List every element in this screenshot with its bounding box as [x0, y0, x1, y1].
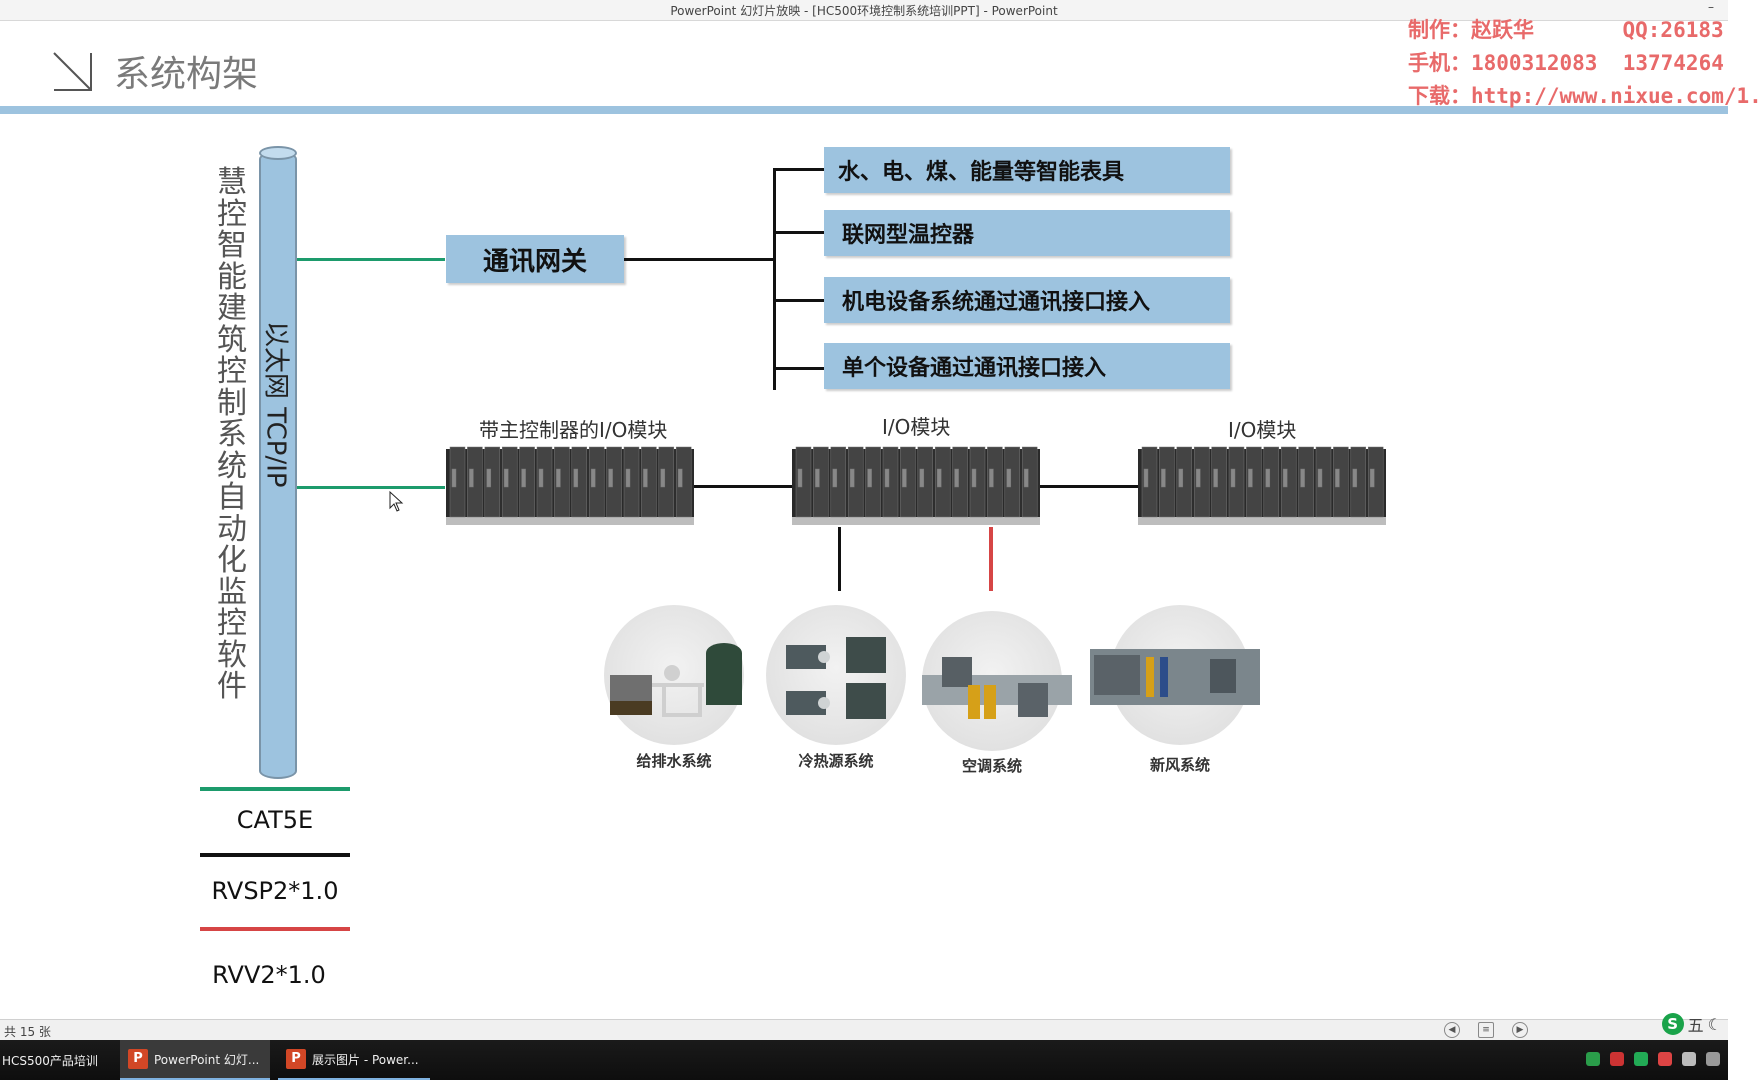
ime-mode-label: 五: [1687, 1016, 1704, 1035]
module-label-io-2: I/O模块: [1228, 418, 1297, 442]
window-title: PowerPoint 幻灯片放映 - [HC500环境控制系统培训PPT] - …: [670, 4, 1058, 18]
ethernet-backbone-cap: [259, 146, 297, 160]
ethernet-label: 以太网 TCP/IP: [260, 321, 291, 488]
device-box-meters[interactable]: 水、电、煤、能量等智能表具: [824, 147, 1230, 193]
rvv-drop-line: [989, 527, 993, 591]
previous-slide-button[interactable]: ◀: [1444, 1022, 1460, 1038]
gateway-box[interactable]: 通讯网关: [446, 235, 624, 283]
taskbar-item-powerpoint-slideshow[interactable]: P PowerPoint 幻灯...: [120, 1040, 270, 1080]
io-module-main-icon[interactable]: [446, 445, 694, 527]
equipment-label-ac: 空调系统: [961, 757, 1022, 775]
device-box-single-device[interactable]: 单个设备通过通讯接口接入: [824, 343, 1230, 389]
window-title-bar: PowerPoint 幻灯片放映 - [HC500环境控制系统培训PPT] - …: [0, 0, 1728, 21]
bus-branch-1: [773, 168, 824, 171]
module-label-io-1: I/O模块: [882, 415, 951, 439]
fresh-air-icon: [1090, 605, 1260, 745]
equipment-label-fresh-air: 新风系统: [1149, 756, 1210, 774]
taskbar-item-powerpoint-images[interactable]: P 展示图片 - Power...: [278, 1040, 430, 1080]
sogou-tray-icon[interactable]: [1586, 1052, 1600, 1066]
flag-icon[interactable]: [1658, 1052, 1672, 1066]
record-icon[interactable]: [1610, 1052, 1624, 1066]
water-supply-icon: [604, 605, 744, 745]
powerpoint-icon: P: [128, 1049, 148, 1069]
legend-label-cat5e: CAT5E: [236, 806, 314, 834]
powerpoint-icon: P: [286, 1049, 306, 1069]
ahu-icon: [922, 611, 1072, 751]
corner-arrow-icon: [53, 52, 92, 91]
ppt-status-bar: 共 15 张 ◀ ≡ ▶ S 五 ☾: [0, 1013, 1728, 1040]
device-box-thermostat[interactable]: 联网型温控器: [824, 210, 1230, 256]
bus-branch-2: [773, 231, 824, 234]
credit-line-author: 制作：赵跃华 QQ:26183: [1408, 18, 1724, 42]
wechat-icon[interactable]: [1634, 1052, 1648, 1066]
rvsp-drop-line: [838, 527, 841, 591]
ethernet-backbone: [259, 151, 297, 779]
system-tray: [1586, 1052, 1720, 1066]
chiller-icon: [766, 605, 906, 745]
slide-menu-button[interactable]: ≡: [1478, 1022, 1494, 1038]
cat5e-link-main-module: [297, 486, 445, 489]
legend-label-rvv: RVV2*1.0: [212, 961, 326, 989]
moon-icon: ☾: [1707, 1014, 1722, 1034]
legend-line-cat5e: [200, 787, 350, 791]
io-module-2-icon[interactable]: [1138, 445, 1386, 527]
windows-taskbar: HCS500产品培训 P PowerPoint 幻灯... P 展示图片 - P…: [0, 1040, 1728, 1080]
equipment-label-chiller: 冷热源系统: [798, 752, 874, 770]
legend-line-rvsp: [200, 853, 350, 857]
bus-branch-3: [773, 299, 824, 302]
cat5e-link-gateway: [297, 258, 445, 261]
device-box-mep-systems[interactable]: 机电设备系统通过通讯接口接入: [824, 277, 1230, 323]
ime-indicator[interactable]: S 五 ☾: [1661, 1012, 1722, 1036]
gateway-bus-trunk: [773, 168, 776, 390]
slide-title: 系统构架: [114, 54, 259, 95]
minimize-button[interactable]: –: [1708, 0, 1714, 14]
next-slide-button[interactable]: ▶: [1512, 1022, 1528, 1038]
io-module-1-icon[interactable]: [792, 445, 1040, 527]
network-icon[interactable]: [1706, 1052, 1720, 1066]
equipment-label-water: 给排水系统: [636, 752, 712, 770]
legend-line-rvv: [200, 927, 350, 931]
bus-branch-4: [773, 367, 824, 370]
module-link-2: [1040, 485, 1138, 488]
slide-count: 共 15 张: [4, 1025, 51, 1039]
credit-line-phone: 手机：1800312083 13774264: [1408, 51, 1724, 75]
software-label: 慧控智 能建筑 控制系 统自动 化监控 软件: [217, 165, 247, 704]
legend-label-rvsp: RVSP2*1.0: [211, 877, 339, 905]
module-label-main: 带主控制器的I/O模块: [479, 418, 668, 442]
taskbar-item-hcs500[interactable]: HCS500产品培训: [2, 1053, 98, 1068]
sogou-ime-icon[interactable]: S: [1661, 1013, 1684, 1035]
mouse-cursor-icon: [389, 490, 404, 512]
module-link-1: [694, 485, 792, 488]
gateway-bus-line: [624, 258, 774, 261]
header-divider: [0, 106, 1728, 114]
slide-canvas[interactable]: 系统构架 制作：赵跃华 QQ:26183 手机：1800312083 13774…: [0, 18, 1762, 1021]
credit-line-download: 下载：http://www.nixue.com/1.: [1408, 84, 1762, 108]
volume-icon[interactable]: [1682, 1052, 1696, 1066]
